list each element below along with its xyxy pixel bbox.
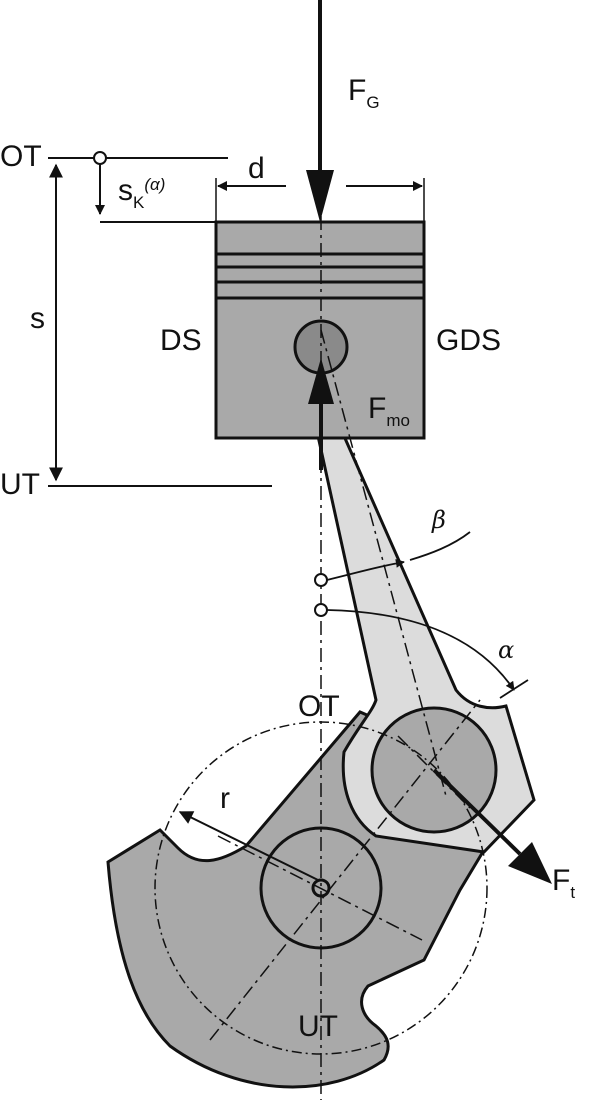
- normal-force-arrow: [308, 358, 334, 470]
- diameter-label: d: [248, 152, 265, 185]
- tangential-force-label: Ft: [552, 864, 575, 902]
- ot-crank-label: OT: [298, 690, 340, 723]
- radius-arrow: [178, 811, 319, 881]
- gas-force-arrow: [306, 0, 334, 222]
- alpha-angle-marker: [314, 603, 529, 699]
- dead-centre-lines: [48, 157, 272, 487]
- radius-label: r: [220, 782, 230, 815]
- tangential-force-arrow: [432, 768, 552, 884]
- alpha-label: α: [498, 636, 514, 664]
- beta-label: β: [431, 506, 446, 534]
- stroke-label: s: [30, 302, 45, 335]
- ot-top-label: OT: [0, 140, 42, 173]
- ut-crank-label: UT: [298, 1010, 338, 1043]
- gas-force-label: FG: [348, 74, 380, 112]
- normal-force-label: Fmo: [368, 392, 410, 430]
- gds-label: GDS: [436, 324, 501, 357]
- diameter-dimension: [215, 178, 425, 222]
- piston-stroke-label: sK(α): [118, 174, 165, 212]
- beta-angle-marker: [314, 531, 471, 587]
- ut-top-label: UT: [0, 468, 40, 501]
- piston-displacement-arrow: [93, 151, 107, 215]
- ds-label: DS: [160, 324, 202, 357]
